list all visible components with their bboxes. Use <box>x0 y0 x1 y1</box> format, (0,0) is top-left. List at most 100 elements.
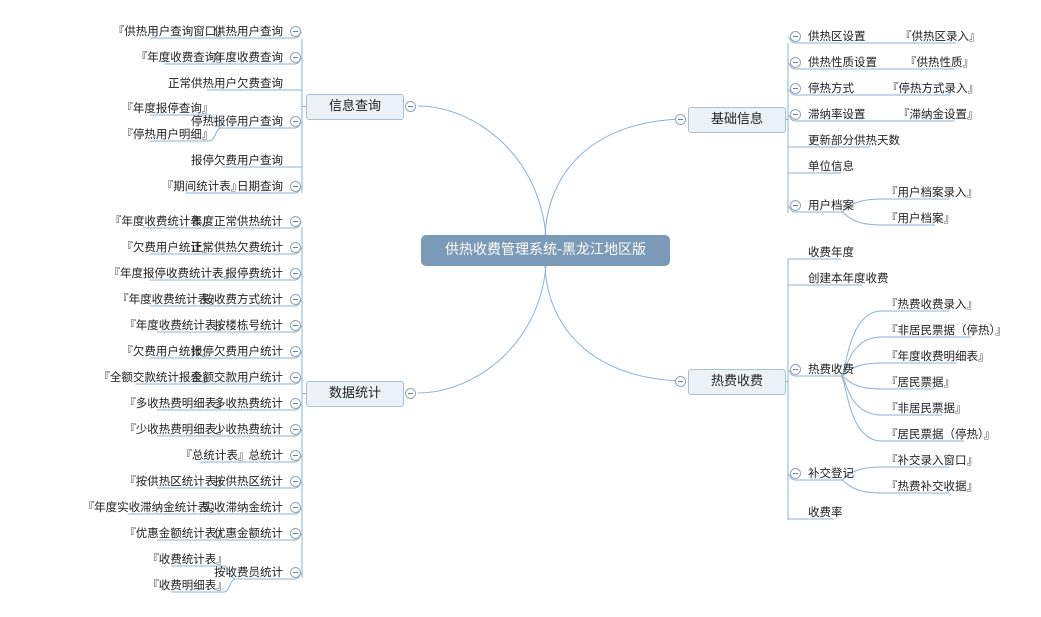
fee-leaf-label[interactable]: 『居民票据（停热）』 <box>886 427 996 441</box>
stats-item-toggle[interactable] <box>289 475 301 487</box>
fee-item-label[interactable]: 创建本年度收费 <box>808 271 889 285</box>
fee-leaf-label[interactable]: 『热费收费录入』 <box>886 297 978 311</box>
fee-item-toggle[interactable] <box>789 363 801 375</box>
basic-item-toggle[interactable] <box>789 30 801 42</box>
info-item-toggle[interactable] <box>289 25 301 37</box>
stats-item-label[interactable]: 报停欠费用户统计 <box>191 344 283 358</box>
info-leaf-label[interactable]: 『年度报停查询』 <box>121 101 214 115</box>
stats-item-toggle[interactable] <box>289 527 301 539</box>
stats-leaf-label[interactable]: 『年度收费统计表』 <box>124 318 228 332</box>
fee-leaf-label[interactable]: 『热费补交收据』 <box>886 479 978 493</box>
basic-item-toggle[interactable] <box>789 199 801 211</box>
stats-leaf-label[interactable]: 『收费统计表』 <box>147 552 228 566</box>
fee-item-label[interactable]: 补交登记 <box>808 466 854 480</box>
stats-branch-toggle[interactable] <box>404 388 416 399</box>
stats-leaf-label[interactable]: 『按供热区统计表』 <box>124 474 228 488</box>
stats-item-label[interactable]: 按收费方式统计 <box>202 292 284 306</box>
basic-item-label[interactable]: 滞纳率设置 <box>808 107 866 121</box>
fee-branch-node[interactable]: 热费收费 <box>688 369 786 395</box>
basic-branch-toggle[interactable] <box>674 114 686 125</box>
stats-leaf-label[interactable]: 『欠费用户统计』 <box>121 240 214 254</box>
basic-leaf-label[interactable]: 『用户档案』 <box>886 211 955 225</box>
fee-leaf-label[interactable]: 『年度收费明细表』 <box>886 349 990 363</box>
info-item-label[interactable]: 正常供热用户欠费查询 <box>168 76 283 90</box>
basic-item-label[interactable]: 供热性质设置 <box>808 55 877 69</box>
stats-item-toggle[interactable] <box>289 397 301 409</box>
info-item-label[interactable]: 报停欠费用户查询 <box>191 153 283 167</box>
fee-branch-toggle[interactable] <box>674 376 686 387</box>
stats-item-toggle[interactable] <box>289 501 301 513</box>
stats-leaf-label[interactable]: 『总统计表』 <box>180 448 250 462</box>
basic-leaf-label[interactable]: 『供热性质』 <box>905 55 974 69</box>
stats-leaf-label[interactable]: 『收费明细表』 <box>147 578 228 592</box>
stats-item-label[interactable]: 总统计 <box>248 448 284 462</box>
stats-item-label[interactable]: 正常供热欠费统计 <box>191 240 283 254</box>
stats-item-label[interactable]: 按收费员统计 <box>214 565 283 579</box>
info-item-toggle[interactable] <box>289 51 301 63</box>
stats-item-label[interactable]: 年度正常供热统计 <box>191 214 283 228</box>
basic-item-label[interactable]: 供热区设置 <box>808 29 866 43</box>
basic-leaf-label[interactable]: 『停热方式录入』 <box>887 81 979 95</box>
fee-item-label[interactable]: 收费年度 <box>808 245 854 259</box>
basic-branch-node[interactable]: 基础信息 <box>688 107 786 133</box>
fee-item-toggle[interactable] <box>789 467 801 479</box>
stats-leaf-label[interactable]: 『欠费用户统计』 <box>121 344 214 358</box>
stats-leaf-label[interactable]: 『全额交款统计报表』 <box>98 370 214 384</box>
stats-leaf-label[interactable]: 『少收热费明细表』 <box>124 422 228 436</box>
info-branch-node[interactable]: 信息查询 <box>306 94 404 120</box>
stats-item-label[interactable]: 报停费统计 <box>225 266 284 280</box>
info-leaf-label[interactable]: 『年度收费查询』 <box>135 50 228 64</box>
fee-item-label[interactable]: 热费收费 <box>808 362 854 376</box>
fee-leaf-label[interactable]: 『补交录入窗口』 <box>886 453 978 467</box>
stats-item-label[interactable]: 实收滞纳金统计 <box>202 500 284 514</box>
stats-leaf-label[interactable]: 『年度收费统计表』 <box>109 214 214 228</box>
stats-item-toggle[interactable] <box>289 566 301 578</box>
stats-item-label[interactable]: 优惠金额统计 <box>214 526 283 540</box>
stats-item-toggle[interactable] <box>289 371 301 383</box>
stats-leaf-label[interactable]: 『年度收费统计表』 <box>117 292 221 306</box>
stats-item-label[interactable]: 按供热区统计 <box>214 474 283 488</box>
info-item-toggle[interactable] <box>289 180 301 192</box>
stats-leaf-label[interactable]: 『多收热费明细表』 <box>124 396 228 410</box>
stats-item-toggle[interactable] <box>289 293 301 305</box>
basic-leaf-label[interactable]: 『供热区录入』 <box>900 29 981 43</box>
stats-item-toggle[interactable] <box>289 267 301 279</box>
fee-item-label[interactable]: 收费率 <box>808 505 843 519</box>
fee-leaf-label[interactable]: 『居民票据』 <box>886 375 955 389</box>
stats-item-toggle[interactable] <box>289 345 301 357</box>
stats-leaf-label[interactable]: 『优惠金额统计表』 <box>124 526 228 540</box>
info-item-label[interactable]: 年度收费查询 <box>214 50 283 64</box>
basic-item-toggle[interactable] <box>789 82 801 94</box>
stats-item-label[interactable]: 少收热费统计 <box>214 422 283 436</box>
stats-leaf-label[interactable]: 『年度报停收费统计表』 <box>108 266 236 280</box>
fee-leaf-label[interactable]: 『非居民票据（停热）』 <box>886 323 1007 337</box>
stats-item-label[interactable]: 按楼栋号统计 <box>214 318 283 332</box>
central-topic[interactable]: 供热收费管理系统-黑龙江地区版 <box>421 235 670 266</box>
info-leaf-label[interactable]: 『期间统计表』 <box>161 179 243 193</box>
stats-item-toggle[interactable] <box>289 319 301 331</box>
stats-item-toggle[interactable] <box>289 241 301 253</box>
basic-item-toggle[interactable] <box>789 56 801 68</box>
info-item-toggle[interactable] <box>289 115 301 127</box>
basic-item-label[interactable]: 用户档案 <box>808 198 854 212</box>
basic-item-label[interactable]: 单位信息 <box>808 159 854 173</box>
stats-item-toggle[interactable] <box>289 215 301 227</box>
basic-leaf-label[interactable]: 『用户档案录入』 <box>886 185 978 199</box>
info-item-label[interactable]: 停热报停用户查询 <box>191 114 283 128</box>
stats-item-toggle[interactable] <box>289 449 301 461</box>
info-item-label[interactable]: 供热用户查询 <box>214 24 283 38</box>
stats-item-label[interactable]: 多收热费统计 <box>214 396 283 410</box>
stats-item-toggle[interactable] <box>289 423 301 435</box>
fee-leaf-label[interactable]: 『非居民票据』 <box>886 401 967 415</box>
basic-item-label[interactable]: 更新部分供热天数 <box>808 133 900 147</box>
stats-leaf-label[interactable]: 『年度实收滞纳金统计表』 <box>82 500 221 514</box>
stats-branch-node[interactable]: 数据统计 <box>306 381 404 407</box>
info-leaf-label[interactable]: 『停热用户明细』 <box>121 127 214 141</box>
basic-item-label[interactable]: 停热方式 <box>808 81 854 95</box>
stats-item-label[interactable]: 全额交款用户统计 <box>191 370 283 384</box>
basic-leaf-label[interactable]: 『滞纳金设置』 <box>898 107 979 121</box>
info-item-label[interactable]: 日期查询 <box>237 179 283 193</box>
info-branch-toggle[interactable] <box>404 101 416 112</box>
basic-item-toggle[interactable] <box>789 108 801 120</box>
info-leaf-label[interactable]: 『供热用户查询窗口』 <box>112 24 228 38</box>
